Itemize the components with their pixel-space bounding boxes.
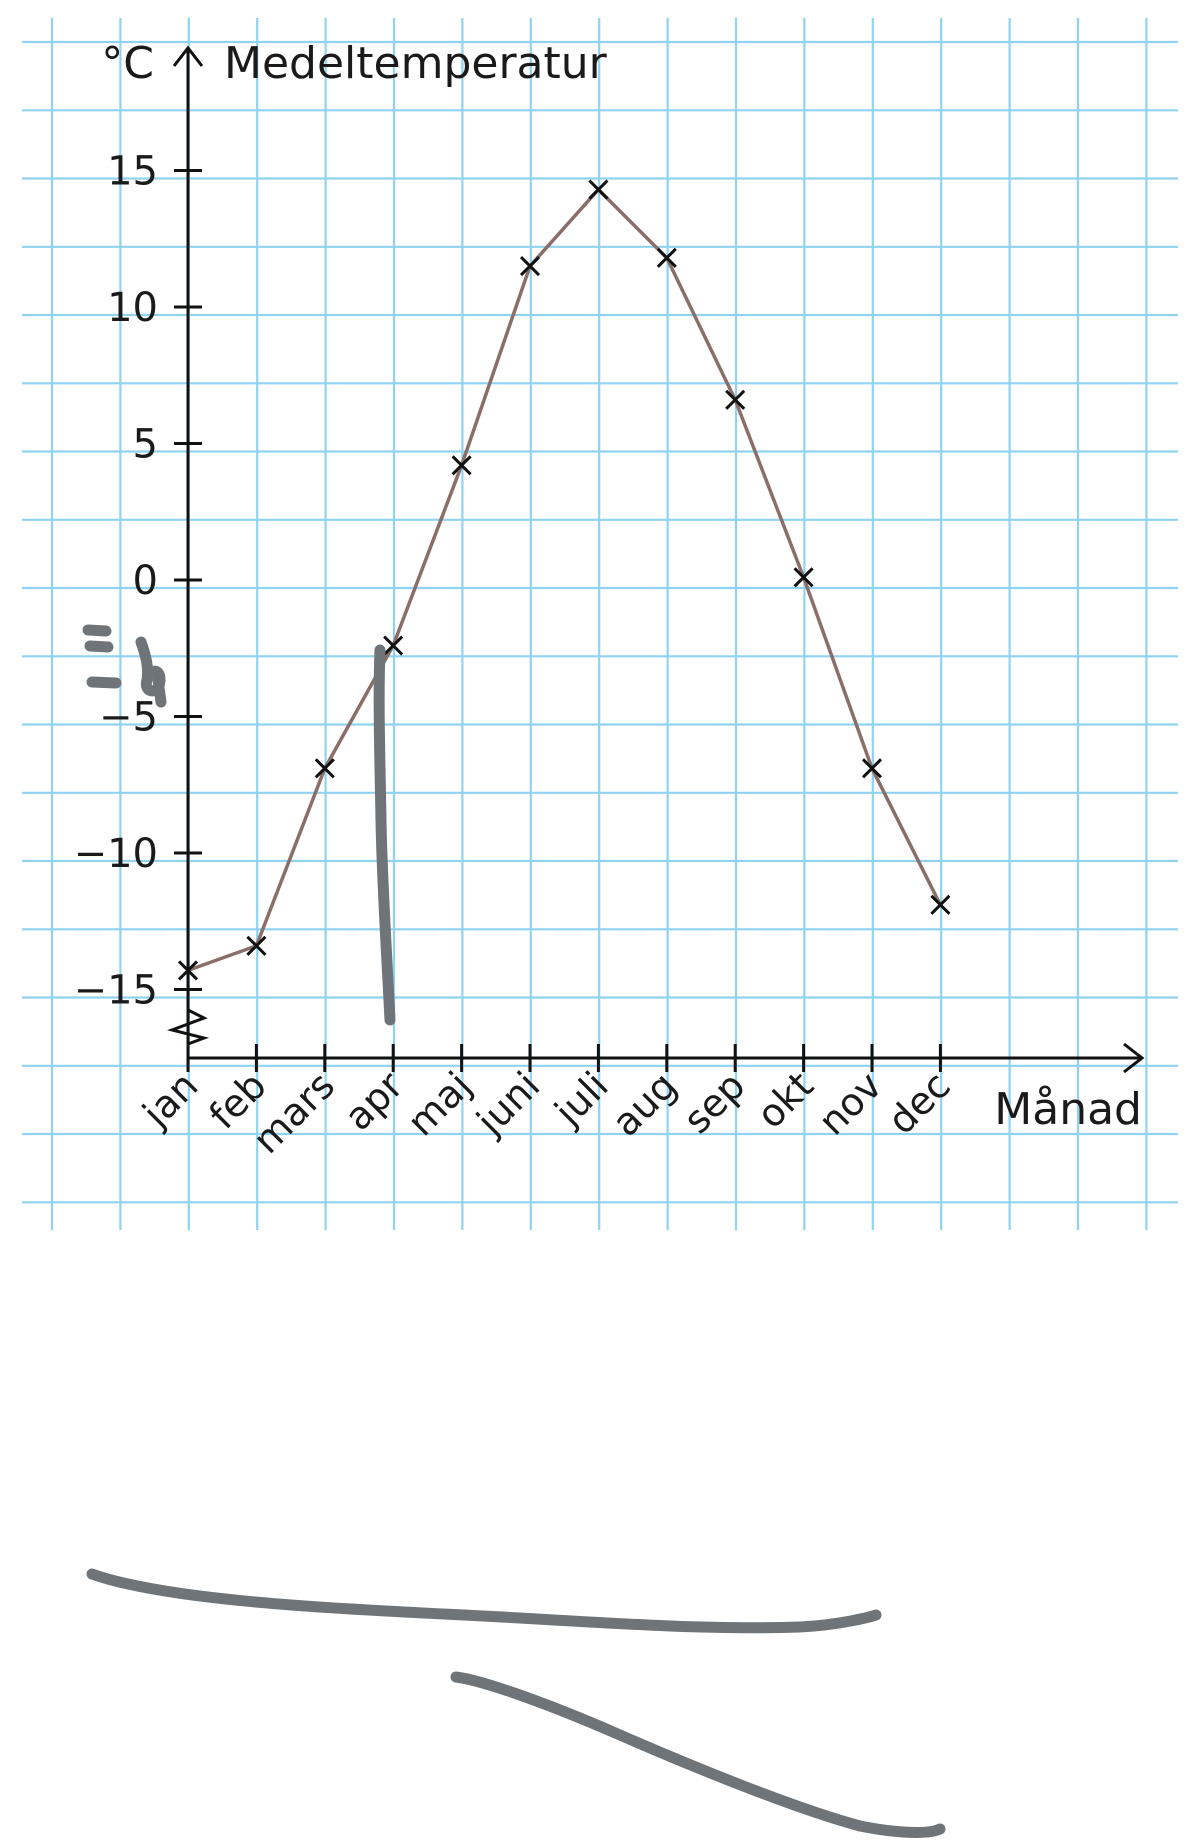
data-point-mars bbox=[314, 758, 335, 779]
pen-mark-vertical-line bbox=[373, 644, 396, 1026]
data-point-sep bbox=[725, 389, 746, 410]
x-tick-label: juni bbox=[468, 1063, 549, 1144]
data-point-maj bbox=[451, 455, 472, 476]
data-point-apr bbox=[383, 635, 404, 656]
data-point-marker bbox=[930, 894, 951, 915]
y-tick-label: 15 bbox=[107, 149, 158, 195]
y-tick-label: −5 bbox=[99, 695, 158, 741]
data-point-marker bbox=[177, 960, 199, 981]
x-tick-label: juli bbox=[546, 1063, 617, 1134]
x-tick-label: sep bbox=[675, 1063, 754, 1142]
series-line bbox=[187, 187, 942, 973]
chart-title: Medeltemperatur bbox=[224, 38, 608, 89]
data-point-marker bbox=[588, 179, 609, 200]
data-point-aug bbox=[656, 247, 677, 268]
x-tick-label: nov bbox=[810, 1063, 890, 1143]
series bbox=[177, 179, 951, 981]
y-tick-label: −15 bbox=[74, 968, 158, 1014]
data-point-juli bbox=[588, 179, 609, 200]
data-point-feb bbox=[246, 935, 267, 956]
data-point-marker bbox=[519, 255, 541, 277]
data-point-okt bbox=[793, 567, 814, 588]
pen-mark-equals-sign bbox=[82, 624, 114, 653]
pen-mark-minus-sign bbox=[86, 676, 122, 689]
data-point-marker bbox=[383, 635, 404, 656]
x-tick-label: maj bbox=[399, 1063, 480, 1144]
x-tick-label: jan bbox=[134, 1063, 207, 1136]
x-axis-label: Månad bbox=[994, 1084, 1142, 1135]
y-axis-unit: °C bbox=[101, 38, 154, 89]
data-point-marker bbox=[656, 247, 677, 268]
data-point-nov bbox=[861, 758, 883, 779]
data-point-marker bbox=[725, 389, 746, 410]
data-point-marker bbox=[793, 567, 814, 588]
y-axis-break bbox=[166, 1008, 210, 1046]
x-tick-label: dec bbox=[879, 1063, 958, 1142]
pen-mark-scribble bbox=[135, 636, 167, 708]
y-tick-label: 5 bbox=[133, 422, 158, 468]
x-tick-label: okt bbox=[748, 1063, 822, 1137]
data-point-marker bbox=[314, 758, 335, 779]
data-point-marker bbox=[451, 455, 472, 476]
data-point-juni bbox=[519, 255, 541, 277]
axes: °C Medeltemperatur Månad bbox=[101, 38, 1145, 1135]
data-point-marker bbox=[861, 758, 883, 779]
x-tick-label: aug bbox=[603, 1063, 685, 1145]
x-tick-label: apr bbox=[336, 1063, 412, 1139]
y-axis-arrow bbox=[172, 45, 204, 67]
grid bbox=[22, 18, 1178, 1230]
data-point-marker bbox=[246, 935, 267, 956]
x-axis-arrow bbox=[1123, 1042, 1145, 1074]
pen-mark-long-stroke bbox=[86, 1568, 882, 1634]
y-tick-label: 10 bbox=[107, 285, 158, 331]
data-point-dec bbox=[930, 894, 951, 915]
handwritten-annotations bbox=[82, 624, 946, 1838]
y-tick-label: 0 bbox=[133, 558, 158, 604]
pen-mark-diagonal-stroke bbox=[450, 1671, 946, 1838]
x-tick-label: mars bbox=[244, 1063, 343, 1162]
y-tick-label: −10 bbox=[74, 831, 158, 877]
data-point-jan bbox=[177, 960, 199, 981]
